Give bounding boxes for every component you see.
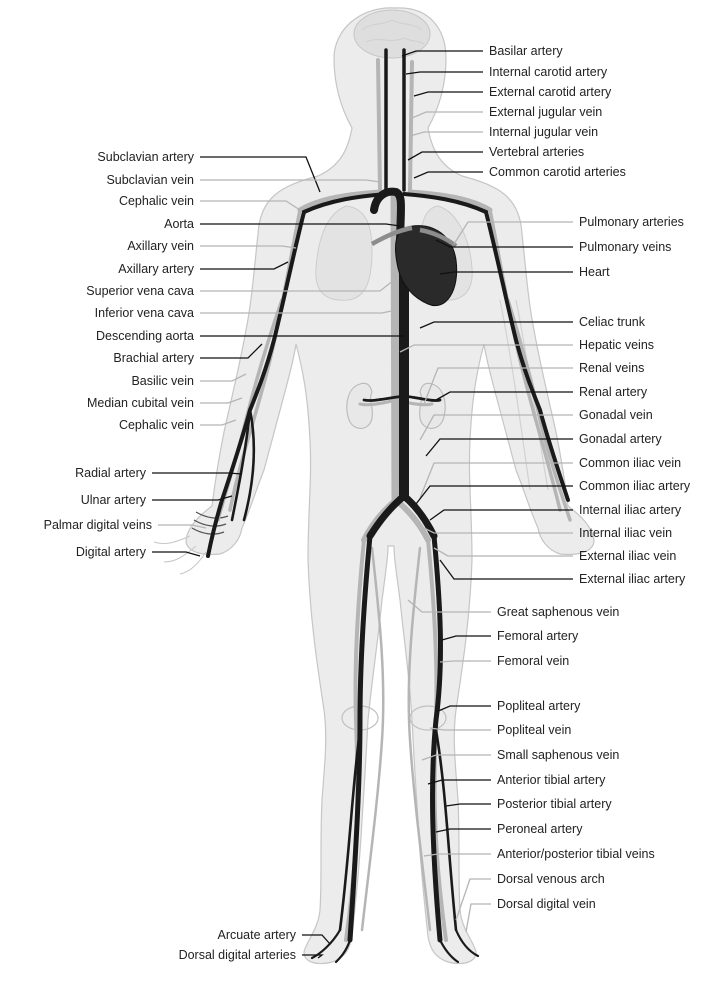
right-label: Internal iliac artery (579, 503, 682, 517)
right-label: Common iliac artery (579, 479, 691, 493)
right-label: Internal carotid artery (489, 65, 608, 79)
right-leader-line (466, 904, 491, 932)
right-label: External iliac artery (579, 572, 686, 586)
right-label: Small saphenous vein (497, 748, 619, 762)
left-label: Brachial artery (113, 351, 194, 365)
right-label: Gonadal vein (579, 408, 653, 422)
left-label: Subclavian artery (97, 150, 194, 164)
left-label: Dorsal digital arteries (179, 948, 296, 962)
right-label: Heart (579, 265, 610, 279)
right-label: Gonadal artery (579, 432, 662, 446)
right-label: Renal veins (579, 361, 644, 375)
right-label: Internal iliac vein (579, 526, 672, 540)
left-label: Subclavian vein (106, 173, 194, 187)
left-label: Radial artery (75, 466, 147, 480)
right-label: External iliac vein (579, 549, 676, 563)
left-leader-line (152, 552, 200, 556)
right-label: Vertebral arteries (489, 145, 584, 159)
right-label: Anterior tibial artery (497, 773, 606, 787)
right-label: Internal jugular vein (489, 125, 598, 139)
right-label: Pulmonary arteries (579, 215, 684, 229)
left-label: Axillary vein (127, 239, 194, 253)
left-label: Cephalic vein (119, 194, 194, 208)
right-label: Posterior tibial artery (497, 797, 612, 811)
left-label: Inferior vena cava (95, 306, 194, 320)
right-label: Common iliac vein (579, 456, 681, 470)
right-label: Femoral vein (497, 654, 569, 668)
left-label: Arcuate artery (217, 928, 296, 942)
right-label: Popliteal artery (497, 699, 581, 713)
right-leader-line (440, 661, 491, 662)
right-label: Femoral artery (497, 629, 579, 643)
right-label: Anterior/posterior tibial veins (497, 847, 655, 861)
right-label: Dorsal digital vein (497, 897, 596, 911)
left-label: Basilic vein (131, 374, 194, 388)
right-label: Hepatic veins (579, 338, 654, 352)
right-label: Peroneal artery (497, 822, 583, 836)
left-label: Digital artery (76, 545, 147, 559)
left-label: Aorta (164, 217, 194, 231)
right-label: Dorsal venous arch (497, 872, 605, 886)
right-leader-line (456, 879, 491, 920)
right-label: Celiac trunk (579, 315, 646, 329)
left-label: Median cubital vein (87, 396, 194, 410)
left-label: Palmar digital veins (44, 518, 152, 532)
right-label: External jugular vein (489, 105, 602, 119)
left-label: Axillary artery (118, 262, 194, 276)
left-label: Ulnar artery (81, 493, 147, 507)
right-label: Pulmonary veins (579, 240, 671, 254)
right-label: Renal artery (579, 385, 648, 399)
right-label: Great saphenous vein (497, 605, 619, 619)
left-label: Superior vena cava (86, 284, 194, 298)
left-label: Descending aorta (96, 329, 194, 343)
right-label: External carotid artery (489, 85, 612, 99)
right-label: Basilar artery (489, 44, 563, 58)
right-label: Common carotid arteries (489, 165, 626, 179)
right-label: Popliteal vein (497, 723, 571, 737)
left-label: Cephalic vein (119, 418, 194, 432)
